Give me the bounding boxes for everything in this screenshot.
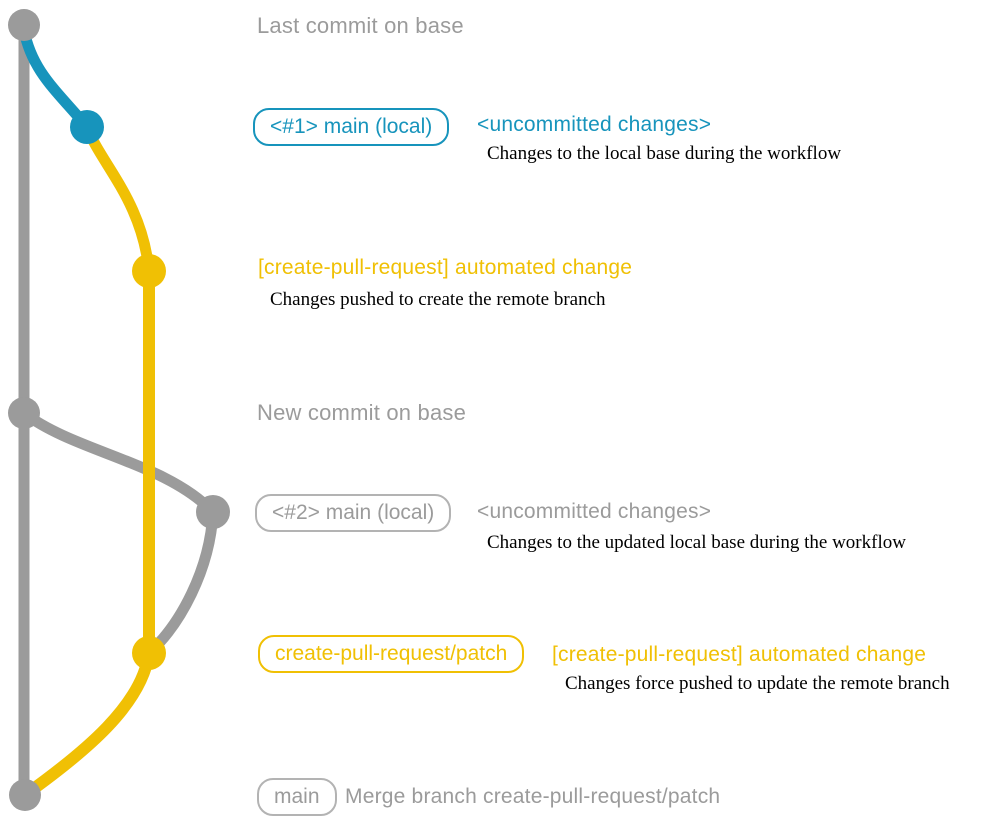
base-branch-curve [18,407,219,659]
commit-dot-base-head [8,9,40,41]
automated-change-desc-1: Changes pushed to create the remote bran… [270,289,606,310]
branch-badge-main-local-1: <#1> main (local) [253,108,450,147]
merge-commit-label: Merge branch create-pull-request/patch [345,785,721,808]
patch-branch-curve-top [81,121,155,277]
uncommitted-changes-desc-2: Changes to the updated local base during… [487,532,906,553]
uncommitted-changes-desc-1: Changes to the local base during the wor… [487,143,842,164]
local-main-curve [18,24,93,133]
last-commit-label: Last commit on base [257,13,464,38]
branch-badge-main: main [257,778,337,817]
commit-dot-base-new [8,397,40,429]
commit-dot-local-main-1 [70,110,104,144]
new-commit-label: New commit on base [257,400,467,425]
uncommitted-changes-label-1: <uncommitted changes> [477,113,712,136]
automated-change-desc-2: Changes force pushed to update the remot… [565,673,950,694]
uncommitted-changes-label-2: <uncommitted changes> [477,500,712,523]
automated-change-label-1: [create-pull-request] automated change [258,256,633,279]
commit-dot-local-main-2 [196,495,230,529]
branch-badge-patch: create-pull-request/patch [258,635,525,674]
patch-merge-curve [19,647,155,801]
commit-dot-merge [9,779,41,811]
commit-dot-patch-1 [132,254,166,288]
commit-dot-patch-2 [132,636,166,670]
branch-badge-main-local-2: <#2> main (local) [255,494,452,533]
automated-change-label-2: [create-pull-request] automated change [552,643,927,666]
